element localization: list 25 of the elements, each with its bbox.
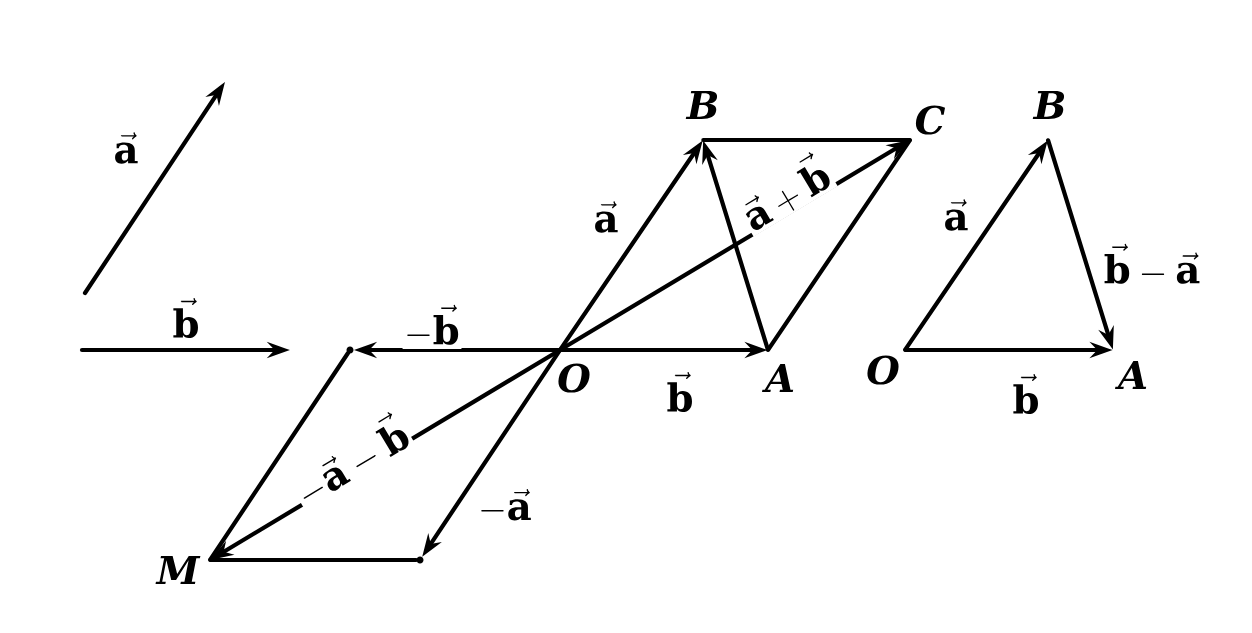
line-segment [208,351,350,562]
point-label: M [155,555,201,585]
vector-label: $\vec{a}+\vec{b}$ [730,147,838,237]
point-label: A [1115,360,1147,390]
vector-label: $-\vec{b}$ [402,302,462,350]
vector-label: $\vec{b}$ [664,370,696,414]
vector-label: $\vec{a}$ [941,197,971,233]
point-label: C [915,105,946,135]
vector-label: $-\vec{a}-\vec{b}$ [283,407,417,513]
point-label: O [558,363,590,393]
line-segment [208,557,419,563]
point-label: O [867,355,899,385]
vector-label: $\vec{a}$ [115,132,138,164]
vector-label: $-\vec{a}$ [476,487,534,525]
vector-label: $\vec{a}$ [591,199,621,235]
vector-label: $\vec{b}-\vec{a}$ [1101,241,1203,289]
vertex-point [346,346,354,354]
line-segment [766,138,912,352]
line-segment [701,137,912,143]
point-label: B [1032,90,1065,120]
vector-label: $\vec{b}$ [173,297,198,339]
vector-label: $\vec{b}$ [1010,372,1042,416]
point-label: A [762,363,794,393]
vertex-point [416,556,424,564]
point-label: B [685,90,718,120]
